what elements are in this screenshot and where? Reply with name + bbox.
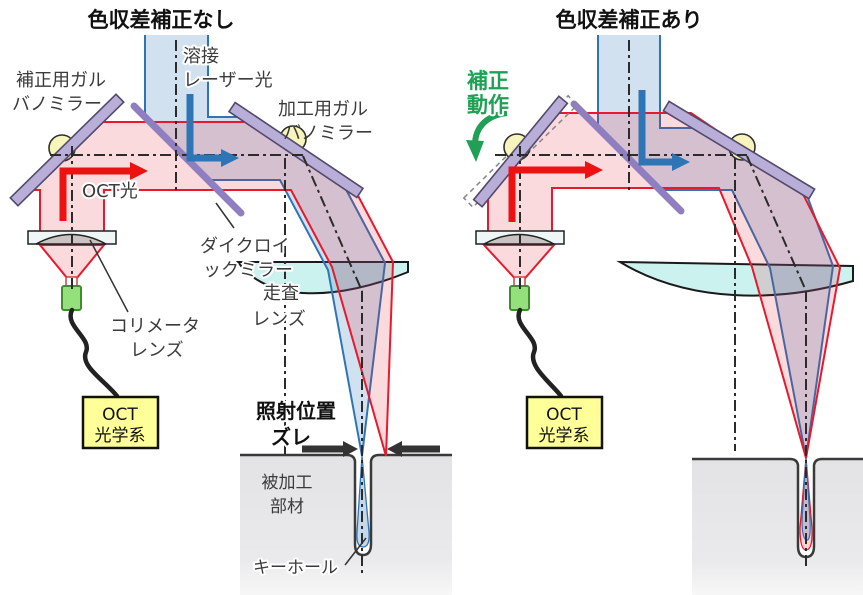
offset-arrow-right-icon — [387, 441, 440, 457]
scan-lens — [236, 261, 409, 295]
diagram-without-correction: 色収差補正なし 溶接 レーザー光 補正用ガル バノミラー 加工用ガル バノミラー… — [9, 8, 452, 595]
optical-axis-beam-diagonal — [302, 155, 363, 292]
optical-axis-beam-diagonal — [746, 155, 807, 292]
keyhole-beam — [356, 455, 370, 548]
correction-galvo-label-line2: バノミラー — [12, 94, 102, 115]
offset-arrow-left-icon — [302, 441, 358, 457]
oct-box-label-line2: 光学系 — [539, 426, 590, 446]
dichroic-mirror-label-line2: ックミラー — [203, 260, 293, 281]
collimator-lens-label-line2: レンズ — [130, 340, 184, 361]
scan-lens-label-line2: レンズ — [252, 309, 306, 330]
collimator-leader — [89, 239, 129, 313]
workpiece-label-line1: 被加工 — [262, 473, 313, 493]
oct-light-label: OCT光 — [82, 181, 138, 202]
oct-box — [525, 395, 604, 450]
keyhole-leader — [344, 537, 367, 566]
oct-fiber — [68, 307, 120, 399]
correction-galvo-mirror — [9, 93, 125, 207]
dichroic-mirror-label-line1: ダイクロイ — [200, 236, 290, 257]
correction-action-label-line1: 補正 — [466, 69, 509, 93]
irradiation-offset-label-line2: ズレ — [271, 425, 311, 449]
workpiece — [692, 459, 863, 595]
oct-light-arrow-icon — [59, 162, 148, 221]
welding-laser-label-line1: 溶接 — [183, 46, 219, 67]
rotation-arrow-icon — [466, 110, 508, 162]
processing-galvo-label-line1: 加工用ガル — [278, 99, 368, 120]
workpiece-label-line2: 部材 — [270, 497, 304, 517]
welding-laser-beam — [598, 35, 833, 458]
oct-box — [81, 395, 160, 450]
correction-galvo-label-line1: 補正用ガル — [16, 70, 106, 91]
scan-lens-label-line1: 走査 — [263, 283, 299, 304]
keyhole-label: キーホール — [253, 558, 338, 578]
diagram-with-correction: 色収差補正あり 補正 動作 OCT 光学系 — [462, 8, 863, 595]
welding-laser-label-line2: レーザー光 — [183, 70, 273, 91]
welding-laser-beam — [145, 35, 385, 456]
scan-lens — [616, 260, 854, 297]
workpiece — [240, 455, 452, 595]
dichroic-leader — [215, 202, 235, 229]
oct-box-label-line2: 光学系 — [95, 426, 146, 446]
oct-light-arrow-icon — [508, 161, 603, 222]
correction-action-label-line2: 動作 — [467, 93, 509, 117]
title-right: 色収差補正あり — [556, 8, 703, 32]
oct-box-label-line1: OCT — [546, 405, 582, 425]
oct-box-label-line1: OCT — [102, 405, 138, 425]
irradiation-offset-label-line1: 照射位置 — [256, 399, 336, 423]
collimator-lens-label-line1: コリメータ — [110, 316, 200, 337]
processing-galvo-label-line2: バノミラー — [283, 123, 373, 144]
fiber-connector — [509, 285, 530, 311]
fiber-connector — [61, 285, 82, 311]
oct-fiber — [516, 307, 564, 399]
title-left: 色収差補正なし — [88, 8, 235, 32]
dichroic-mirror — [570, 100, 685, 215]
laser-arrow-icon — [186, 94, 239, 167]
laser-arrow-icon — [638, 90, 690, 171]
processing-galvo-mirror — [662, 100, 816, 200]
